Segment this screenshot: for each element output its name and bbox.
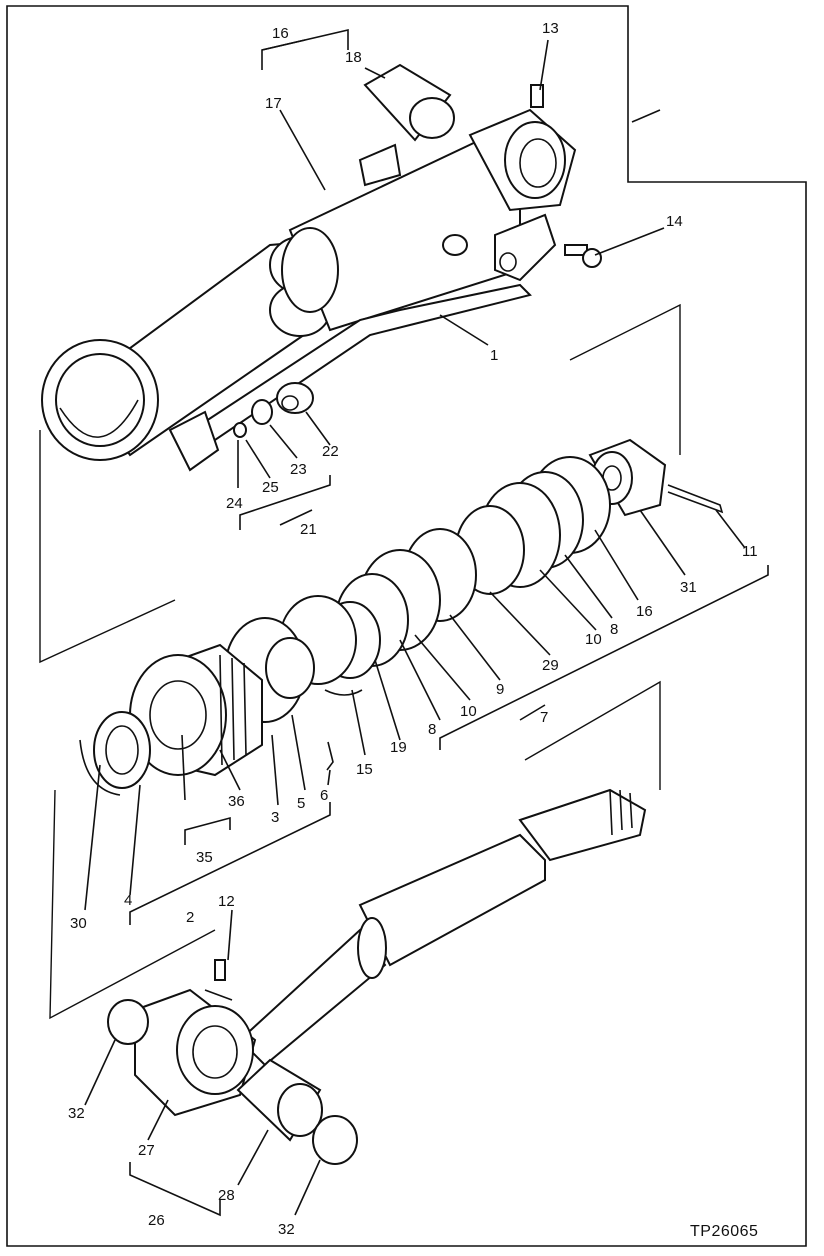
callout-5: 5	[297, 795, 305, 812]
callout-7: 7	[540, 709, 548, 726]
callout-28: 28	[218, 1187, 235, 1204]
callout-29: 29	[542, 657, 559, 674]
callout-14: 14	[666, 213, 683, 230]
callout-18: 16	[272, 25, 289, 42]
snap-ring-15	[324, 689, 363, 696]
callout-32b: 32	[278, 1221, 295, 1238]
callout-30: 30	[70, 915, 87, 932]
callout-26: 26	[148, 1212, 165, 1229]
valve-parts-21	[233, 382, 314, 438]
callout-10b: 10	[585, 631, 602, 648]
bolt-14	[564, 244, 602, 268]
callout-22: 22	[322, 443, 339, 460]
callout-33: 35	[196, 849, 213, 866]
bushing-28	[236, 1058, 323, 1142]
grease-fitting-12	[204, 959, 233, 1001]
callout-10a: 10	[460, 703, 477, 720]
piston-rings	[224, 456, 611, 723]
callout-1: 1	[490, 347, 498, 364]
callout-27: 27	[138, 1142, 155, 1159]
callout-21: 21	[300, 521, 317, 538]
seal-rings-30-4	[79, 711, 151, 796]
callout-17: 19	[390, 739, 407, 756]
callout-31: 31	[680, 579, 697, 596]
figure-id: TP26065	[690, 1223, 758, 1240]
leader-lines	[84, 28, 769, 1217]
callout-15: 15	[356, 761, 373, 778]
callout-24: 24	[226, 495, 243, 512]
grease-fitting-13	[530, 84, 544, 108]
rings-32	[107, 999, 358, 1165]
callout-16: 16	[636, 603, 653, 620]
callout-34: 36	[228, 793, 245, 810]
callout-32a: 32	[68, 1105, 85, 1122]
bushing-20	[363, 63, 455, 142]
callout-12: 12	[218, 893, 235, 910]
rod-eye-27	[134, 988, 257, 1117]
piston-rod	[238, 788, 647, 1067]
callout-19: 17	[265, 95, 282, 112]
assembly-frame	[6, 5, 807, 1247]
callout-3: 3	[271, 809, 279, 826]
cotter-pin-11	[667, 484, 724, 514]
cylinder-head-33	[129, 643, 263, 777]
callout-23: 23	[290, 461, 307, 478]
callout-6: 6	[320, 787, 328, 804]
callout-8b: 8	[610, 621, 618, 638]
callout-4: 4	[124, 892, 132, 909]
callout-9: 9	[496, 681, 504, 698]
callouts: 16 18 17 13 14 1 22 23 25 24 21 11 31 16…	[68, 20, 758, 1238]
callout-2: 2	[186, 909, 194, 926]
pin-6	[326, 741, 334, 771]
alignment-lines	[39, 303, 681, 1020]
callout-8a: 8	[428, 721, 436, 738]
callout-11: 11	[742, 543, 758, 560]
cylinder-barrel	[41, 108, 577, 472]
callout-25: 25	[262, 479, 279, 496]
callout-13: 13	[542, 20, 559, 37]
callout-20: 18	[345, 49, 362, 66]
